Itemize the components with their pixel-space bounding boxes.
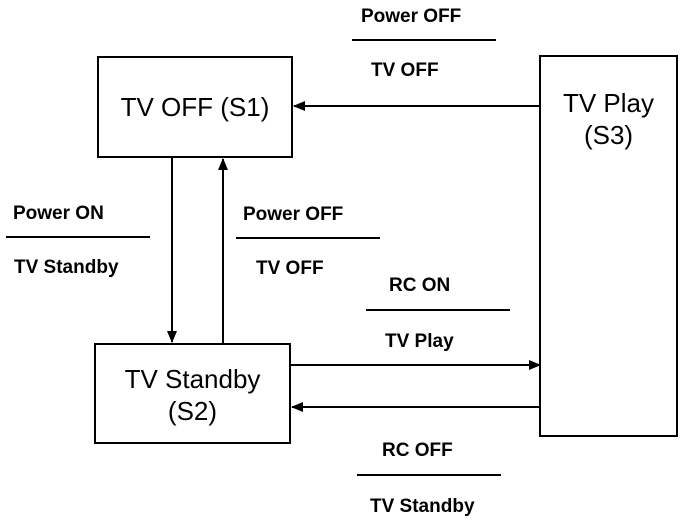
state-s2-label: TV Standby	[124, 364, 261, 394]
transition-s3-to-s1-event: Power OFF	[361, 6, 462, 27]
state-s3-label: TV Play	[562, 88, 655, 118]
state-s1-label: TV OFF (S1)	[120, 92, 270, 122]
state-tv-play-s3: TV Play (S3)	[539, 55, 678, 437]
transition-s1-to-s2-action: TV Standby	[14, 257, 119, 278]
transition-s3-to-s2-event: RC OFF	[382, 440, 453, 461]
state-s2-id: (S2)	[167, 396, 218, 426]
transition-s3-to-s2-action: TV Standby	[370, 496, 475, 517]
transition-s2-to-s1-action: TV OFF	[256, 258, 324, 279]
state-tv-off-s1: TV OFF (S1)	[97, 56, 293, 158]
transition-s1-to-s2-event: Power ON	[13, 203, 104, 224]
state-tv-standby-s2: TV Standby (S2)	[94, 343, 291, 444]
transition-s2-to-s1-event: Power OFF	[243, 204, 344, 225]
transition-s2-to-s3-event: RC ON	[389, 275, 451, 296]
state-s3-id: (S3)	[583, 120, 634, 150]
transition-s3-to-s1-action: TV OFF	[371, 60, 439, 81]
transition-s2-to-s3-action: TV Play	[385, 331, 454, 352]
